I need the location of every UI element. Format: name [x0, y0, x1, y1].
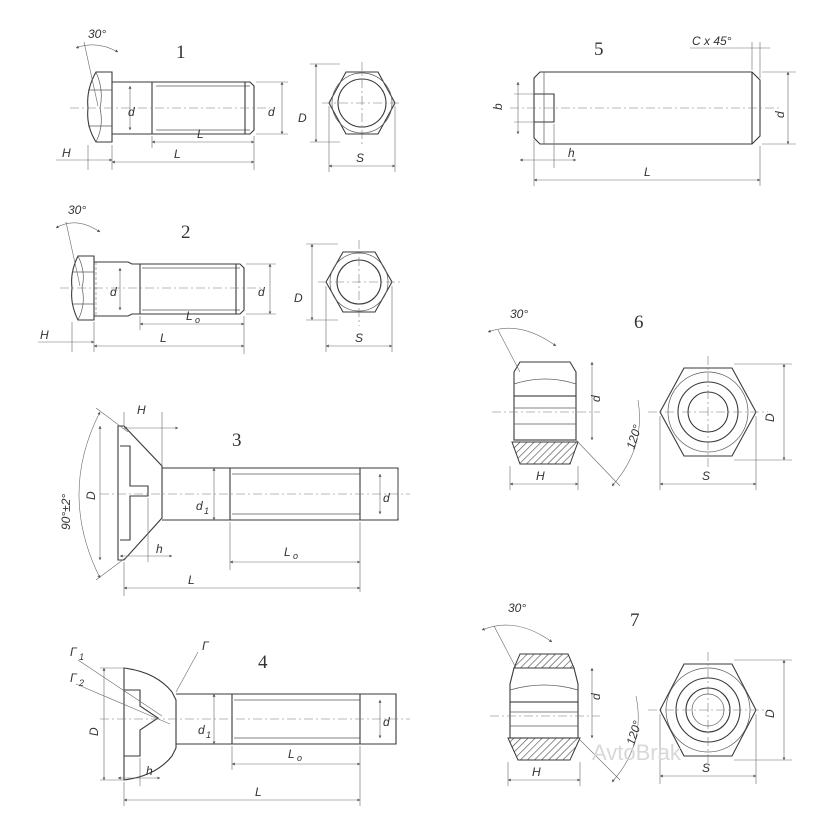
svg-text:1: 1	[204, 506, 209, 516]
figure-5-pin: 5 C x 45° b h L d	[491, 34, 796, 186]
svg-text:o: o	[297, 753, 302, 763]
figure-4-L-label: L	[255, 785, 262, 799]
figure-6-hex-nut: 6 30° d 120° H D	[487, 307, 792, 490]
figure-4-d1-label: d	[198, 723, 205, 737]
figure-7-number: 7	[630, 610, 640, 631]
figure-4-raised-countersunk-screw: 4 Г 1 Г 2 Г D h d 1 L o	[70, 639, 410, 806]
figure-4-D-label: D	[87, 727, 101, 736]
figure-2-number: 2	[181, 222, 191, 243]
figure-3-number: 3	[232, 430, 242, 451]
figure-5-d-label: d	[773, 111, 787, 118]
figure-1-L-label: L	[174, 147, 181, 161]
figure-7-hex-nut-double-chamfer: 7 30° d 120° H D S	[481, 601, 792, 786]
figure-1-L1-label: L	[197, 127, 204, 141]
figure-2-hex-bolt-reduced-shank: 2 30° H L L o d d	[38, 203, 400, 354]
figure-1-S-label: S	[356, 151, 364, 165]
figure-1-number: 1	[176, 42, 186, 63]
figure-6-angle120-label: 120°	[624, 423, 645, 451]
svg-text:o: o	[293, 551, 298, 561]
figure-5-slot	[534, 93, 555, 123]
figure-4-L0-label: L	[288, 747, 295, 761]
figure-4-number: 4	[258, 652, 268, 673]
figure-7-d-label: d	[589, 693, 603, 700]
figure-6-S-label: S	[702, 469, 710, 483]
figure-4-G-label: Г	[202, 639, 210, 653]
figure-7-nut-section	[507, 737, 581, 761]
figure-4-slot	[124, 689, 159, 757]
figure-2-D-label: D	[294, 291, 303, 305]
figure-5-b-label: b	[491, 103, 505, 110]
figure-6-number: 6	[634, 312, 644, 333]
figure-7-D-label: D	[763, 709, 777, 718]
figure-6-D-label: D	[763, 413, 777, 422]
figure-2-shank	[94, 261, 245, 317]
figure-5-chamfer-label: C x 45°	[692, 34, 732, 48]
figure-2-L-label: L	[160, 331, 167, 345]
figure-7-angle-label: 30°	[508, 601, 526, 615]
figure-7-S-label: S	[702, 761, 710, 775]
figure-3-L0-label: L	[284, 545, 291, 559]
svg-text:o: o	[195, 315, 200, 325]
figure-3-D-label: D	[84, 491, 98, 500]
figure-4-G2-label: Г	[70, 671, 78, 685]
figure-1-dhead-label: d	[128, 105, 135, 119]
svg-text:1: 1	[206, 730, 211, 740]
figure-3-countersunk-screw: 3 90°±2° H D h d 1 L o	[59, 403, 410, 596]
figure-2-H-label: H	[40, 328, 49, 342]
figure-3-slot	[120, 445, 149, 541]
figure-3-d-label: d	[383, 491, 390, 505]
figure-1-D-label: D	[298, 111, 307, 125]
figure-1-d-label: d	[268, 105, 275, 119]
svg-text:1: 1	[79, 652, 84, 662]
figure-3-h-label: h	[156, 542, 163, 556]
figure-3-angle-label: 90°±2°	[59, 494, 73, 530]
figure-2-d-label: d	[258, 285, 265, 299]
figure-5-L-label: L	[644, 165, 651, 179]
figure-2-L0-label: L	[186, 309, 193, 323]
figure-6-nut-section	[511, 441, 579, 465]
svg-text:2: 2	[78, 678, 84, 688]
figure-3-d1-label: d	[196, 499, 203, 513]
figure-1-H-label: H	[62, 146, 71, 160]
figure-5-number: 5	[594, 39, 604, 60]
figure-4-G1-label: Г	[70, 645, 78, 659]
figure-1-angle-label: 30°	[88, 27, 106, 41]
figure-3-L-label: L	[188, 573, 195, 587]
figure-4-h-label: h	[146, 764, 153, 778]
watermark: AvtoBrak	[592, 740, 682, 765]
figure-2-S-label: S	[355, 331, 363, 345]
figure-6-angle-label: 30°	[510, 307, 528, 321]
figure-2-dhead-label: d	[110, 285, 117, 299]
figure-6-d-label: d	[589, 395, 603, 402]
figure-1-hex-bolt: 1 30° H L L d d	[56, 27, 402, 172]
figure-7-H-label: H	[532, 765, 541, 779]
figure-3-H-label: H	[137, 403, 146, 417]
figure-4-d-label: d	[383, 715, 390, 729]
figure-6-H-label: H	[536, 469, 545, 483]
figure-2-angle-label: 30°	[68, 203, 86, 217]
figure-5-h-label: h	[568, 146, 575, 160]
